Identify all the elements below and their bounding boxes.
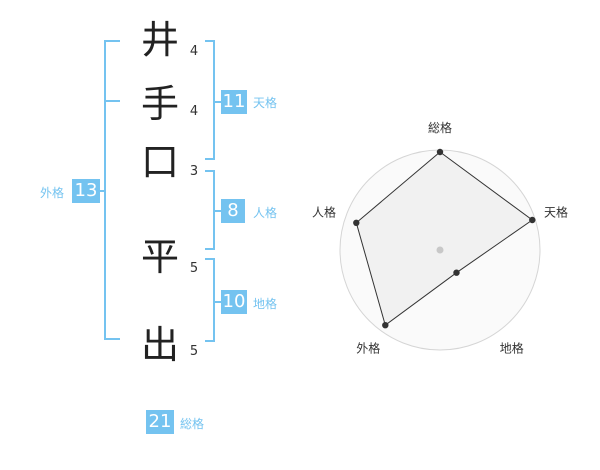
radar-point-3 [453,269,460,276]
radar-axis-label-4: 外格 [356,341,380,356]
chikaku-bracket-tick [215,301,221,303]
chikaku-label: 地格 [253,297,278,311]
name-char-4: 平 [140,235,179,279]
stroke-count-3: 3 [189,164,199,179]
stroke-count-4: 5 [189,261,199,276]
tenkaku-label: 天格 [253,96,278,110]
radar-point-4 [382,322,389,329]
radar-axis-label-1: 総格 [428,120,452,135]
radar-axis-label-5: 人格 [312,204,336,219]
name-char-3: 口 [140,140,179,184]
stroke-count-2: 4 [189,104,199,119]
chikaku-bracket [205,258,215,342]
radar-point-1 [436,148,444,156]
radar-area [355,151,534,327]
radar-axis-label-2: 天格 [544,204,568,219]
name-char-1: 井 [140,18,179,62]
radar-axis-label-3: 地格 [500,341,524,356]
gaikaku-badge: 13 [72,179,100,203]
radar-point-5 [353,219,360,226]
soukaku-label: 総格 [180,417,205,431]
stroke-count-5: 5 [189,344,199,359]
name-char-2: 手 [140,82,179,126]
gaikaku-bracket-tick-upper [104,100,120,102]
radar-points [353,148,536,329]
radar-center-dot [436,246,444,254]
chikaku-badge: 10 [221,290,247,314]
gaikaku-bracket-tick-mid [98,190,104,192]
radar-point-2 [529,216,536,224]
gaikaku-label: 外格 [40,186,65,200]
jinkaku-bracket-tick [215,210,221,212]
soukaku-badge: 21 [146,410,174,434]
stroke-count-1: 4 [189,44,199,59]
name-char-5: 出 [140,323,179,367]
tenkaku-bracket-tick [215,101,221,103]
jinkaku-label: 人格 [253,206,278,220]
jinkaku-bracket [205,170,215,250]
gaikaku-bracket [104,40,120,340]
tenkaku-badge: 11 [221,90,247,114]
tenkaku-bracket [205,40,215,160]
jinkaku-badge: 8 [221,199,245,223]
